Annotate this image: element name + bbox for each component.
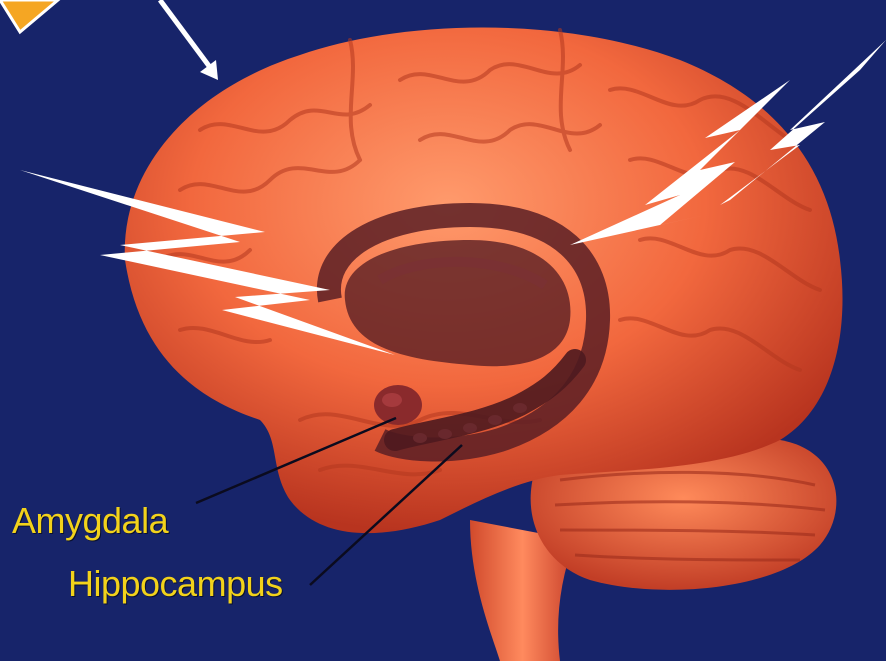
pointer-arrow [160, 0, 218, 80]
orange-marker-icon [0, 0, 58, 32]
amygdala-label: Amygdala [12, 500, 168, 542]
hippocampus-label: Hippocampus [68, 563, 283, 605]
